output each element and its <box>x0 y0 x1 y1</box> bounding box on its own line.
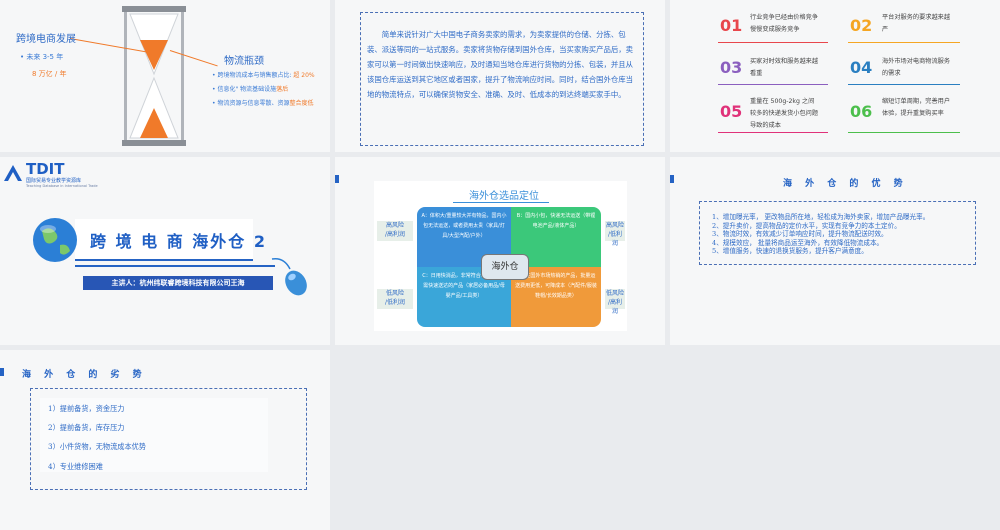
slide-thumbnail-2[interactable]: 简单来说针对广大中国电子商务卖家的需求，为卖家提供的仓储、分拣、包装、派送等同的… <box>335 0 665 152</box>
logo-subtitle: 国际贸易专业教学资源库 <box>26 178 82 184</box>
slide-thumbnail-5[interactable]: 海外仓选品定位 A：体积大/重量较大并有物品，国内小包无法运送，或者费用太贵（家… <box>335 157 665 345</box>
item-number: 05 <box>720 102 743 121</box>
quadrant-d: D：在国外市场热销的产品，批量运送费用更低，可降成本（汽配件/服装鞋帽/长效期品… <box>511 267 601 327</box>
item-text: 海外市场对电商物流服务的需求 <box>882 58 951 77</box>
risk-label: 高风险 /高利润 <box>377 221 413 241</box>
disadvantage-item: 2）提前备货，库存压力 <box>48 423 125 432</box>
item-number: 01 <box>720 16 743 35</box>
globe-icon <box>33 218 77 262</box>
item-divider <box>848 132 960 133</box>
title-bar <box>75 219 253 261</box>
item-text: 平台对服务的要求越来越严 <box>882 14 951 33</box>
advantage-item: 4、规模效应， 批量将商品运至海外，有效降低物流成本。 <box>712 238 884 247</box>
advantage-item: 3、物流时效，有效减少订单响应时间，提升物流配送时效。 <box>712 230 888 239</box>
slide-marker <box>0 368 4 376</box>
definition-box <box>360 12 644 146</box>
future-bullet: • 未来 3-5 年 <box>20 53 64 61</box>
item-number: 03 <box>720 58 743 77</box>
slide-title: 跨 境 电 商 海外仓 2 <box>90 232 267 251</box>
slide-thumbnail-3[interactable]: 01 行业竞争已经由价格竞争慢慢变成服务竞争 02 平台对服务的要求越来越严 0… <box>670 0 1000 152</box>
item-text: 买家对时效和服务越来越看重 <box>750 58 819 77</box>
slide-marker <box>670 175 674 183</box>
list-highlight <box>40 398 268 472</box>
advantages-title: 海 外 仓 的 优 势 <box>783 179 908 189</box>
logo-icon <box>4 165 22 181</box>
disadvantages-box <box>30 388 307 490</box>
disadvantage-item: 1）提前备货，资金压力 <box>48 404 125 413</box>
panel-title: 海外仓选品定位 <box>469 191 539 202</box>
center-label: 海外仓 <box>481 254 529 280</box>
item-divider <box>718 42 828 43</box>
advantage-item: 2、提升卖价，提高物品的定价水平，实现有竞争力的本土定价。 <box>712 221 901 230</box>
quadrant-c: C：日用快消品，非常符合本地需求，需快速送达的产品（家居必备用品/母婴产品/工具… <box>417 267 511 327</box>
disadvantages-title: 海 外 仓 的 劣 势 <box>22 370 147 380</box>
bottleneck-item: • 跨境物流成本与销售额占比: 超 20% <box>212 72 315 79</box>
slide-thumbnail-4[interactable]: TDIT 国际贸易专业教学资源库 Teaching Database in In… <box>0 157 330 345</box>
item-text: 行业竞争已经由价格竞争慢慢变成服务竞争 <box>750 14 819 33</box>
item-text: 缩短订单周期，完善用户体验，提升重复购买率 <box>882 98 951 117</box>
item-text: 重量在 500g-2kg 之间较多的快递发货小包问题导致的成本 <box>750 98 819 129</box>
cross-border-title: 跨境电商发展 <box>16 34 76 45</box>
slide-marker <box>335 175 339 183</box>
slide-thumbnail-6[interactable]: 海 外 仓 的 优 势 1、增加曝光率， 更改物品所在地，轻松成为海外卖家，增加… <box>670 157 1000 345</box>
title-line <box>453 202 549 203</box>
risk-label: 低风险 /高利润 <box>605 289 625 315</box>
advantage-item: 5、增值服务，快速的退换货服务，提升客户满意度。 <box>712 247 868 256</box>
slide-thumbnail-7[interactable]: 海 外 仓 的 劣 势 1）提前备货，资金压力 2）提前备货，库存压力 3）小件… <box>0 350 330 530</box>
bottleneck-item: • 物流资源与信息零散、资源整合度低 <box>212 100 314 107</box>
item-divider <box>848 42 960 43</box>
slide-thumbnail-1[interactable]: 跨境电商发展 • 未来 3-5 年 8 万亿 / 年 物流瓶颈 • 跨境物流成本… <box>0 0 330 152</box>
advantages-box <box>699 201 976 265</box>
advantage-item: 1、增加曝光率， 更改物品所在地，轻松成为海外卖家，增加产品曝光率。 <box>712 213 930 221</box>
mouse-icon <box>271 257 307 296</box>
title-underline <box>75 265 275 267</box>
bottleneck-item: • 信息化" 物流基础设施落后 <box>212 86 289 93</box>
logo-subtitle-en: Teaching Database in International Trade <box>26 184 98 188</box>
item-divider <box>718 84 828 85</box>
disadvantage-item: 4）专业维修困难 <box>48 462 103 471</box>
item-divider <box>718 132 828 133</box>
speaker-bar: 主讲人：杭州纬联睿跨境科技有限公司王海 <box>83 276 273 290</box>
logistics-title: 物流瓶颈 <box>224 56 264 67</box>
amount-text: 8 万亿 / 年 <box>32 70 67 78</box>
risk-label: 低风险 /低利润 <box>377 289 413 309</box>
logo-text: TDIT <box>26 160 65 178</box>
item-number: 04 <box>850 58 873 77</box>
hourglass-image <box>122 6 186 146</box>
item-divider <box>848 84 960 85</box>
risk-label: 高风险 /低利润 <box>605 221 625 247</box>
item-number: 02 <box>850 16 873 35</box>
advantages-list: 1、增加曝光率， 更改物品所在地，轻松成为海外卖家，增加产品曝光率。 2、提升卖… <box>712 213 962 256</box>
item-number: 06 <box>850 102 873 121</box>
definition-text: 简单来说针对广大中国电子商务卖家的需求，为卖家提供的仓储、分拣、包装、派送等同的… <box>367 30 634 99</box>
disadvantage-item: 3）小件货物，无物流成本优势 <box>48 442 147 451</box>
